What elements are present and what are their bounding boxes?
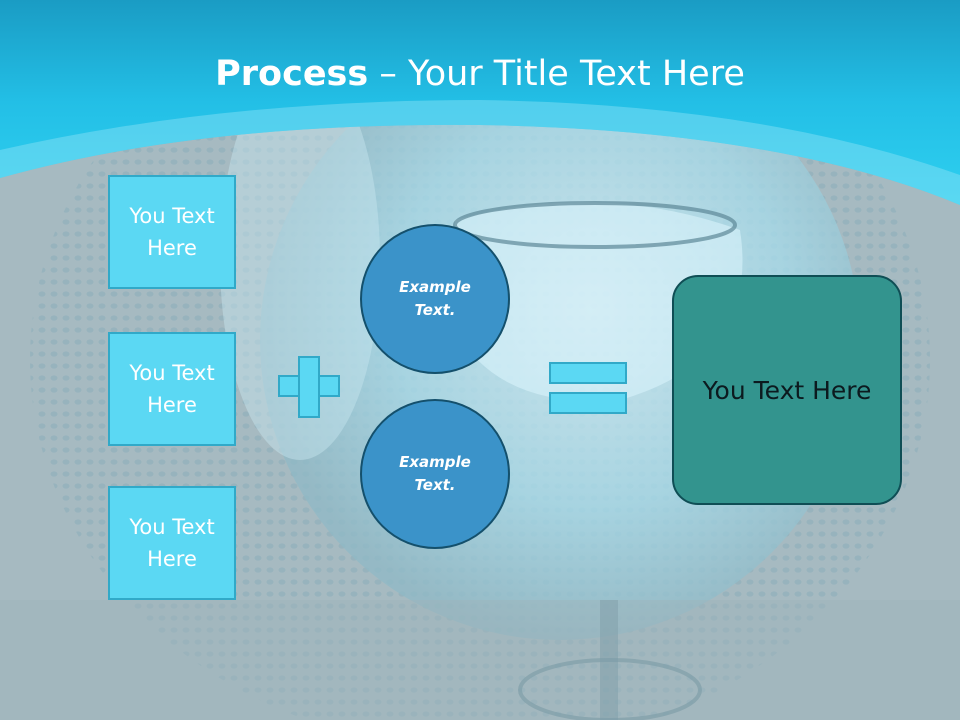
input-box-2-text: You Text Here [129,361,215,417]
result-box-text: You Text Here [702,375,872,405]
input-box-1-text: You Text Here [129,204,215,260]
title-bold: Process [215,54,369,94]
title-rest: – Your Title Text Here [368,54,745,94]
example-circle-1-text: Example Text. [399,278,471,319]
page-title: Process – Your Title Text Here [0,52,960,96]
input-box-2: You Text Here [108,332,236,446]
input-box-3: You Text Here [108,486,236,600]
example-circle-2-text: Example Text. [399,453,471,494]
example-circle-1: Example Text. [360,224,510,374]
example-circle-2: Example Text. [360,399,510,549]
input-box-1: You Text Here [108,175,236,289]
input-box-3-text: You Text Here [129,515,215,571]
result-box: You Text Here [672,275,902,505]
